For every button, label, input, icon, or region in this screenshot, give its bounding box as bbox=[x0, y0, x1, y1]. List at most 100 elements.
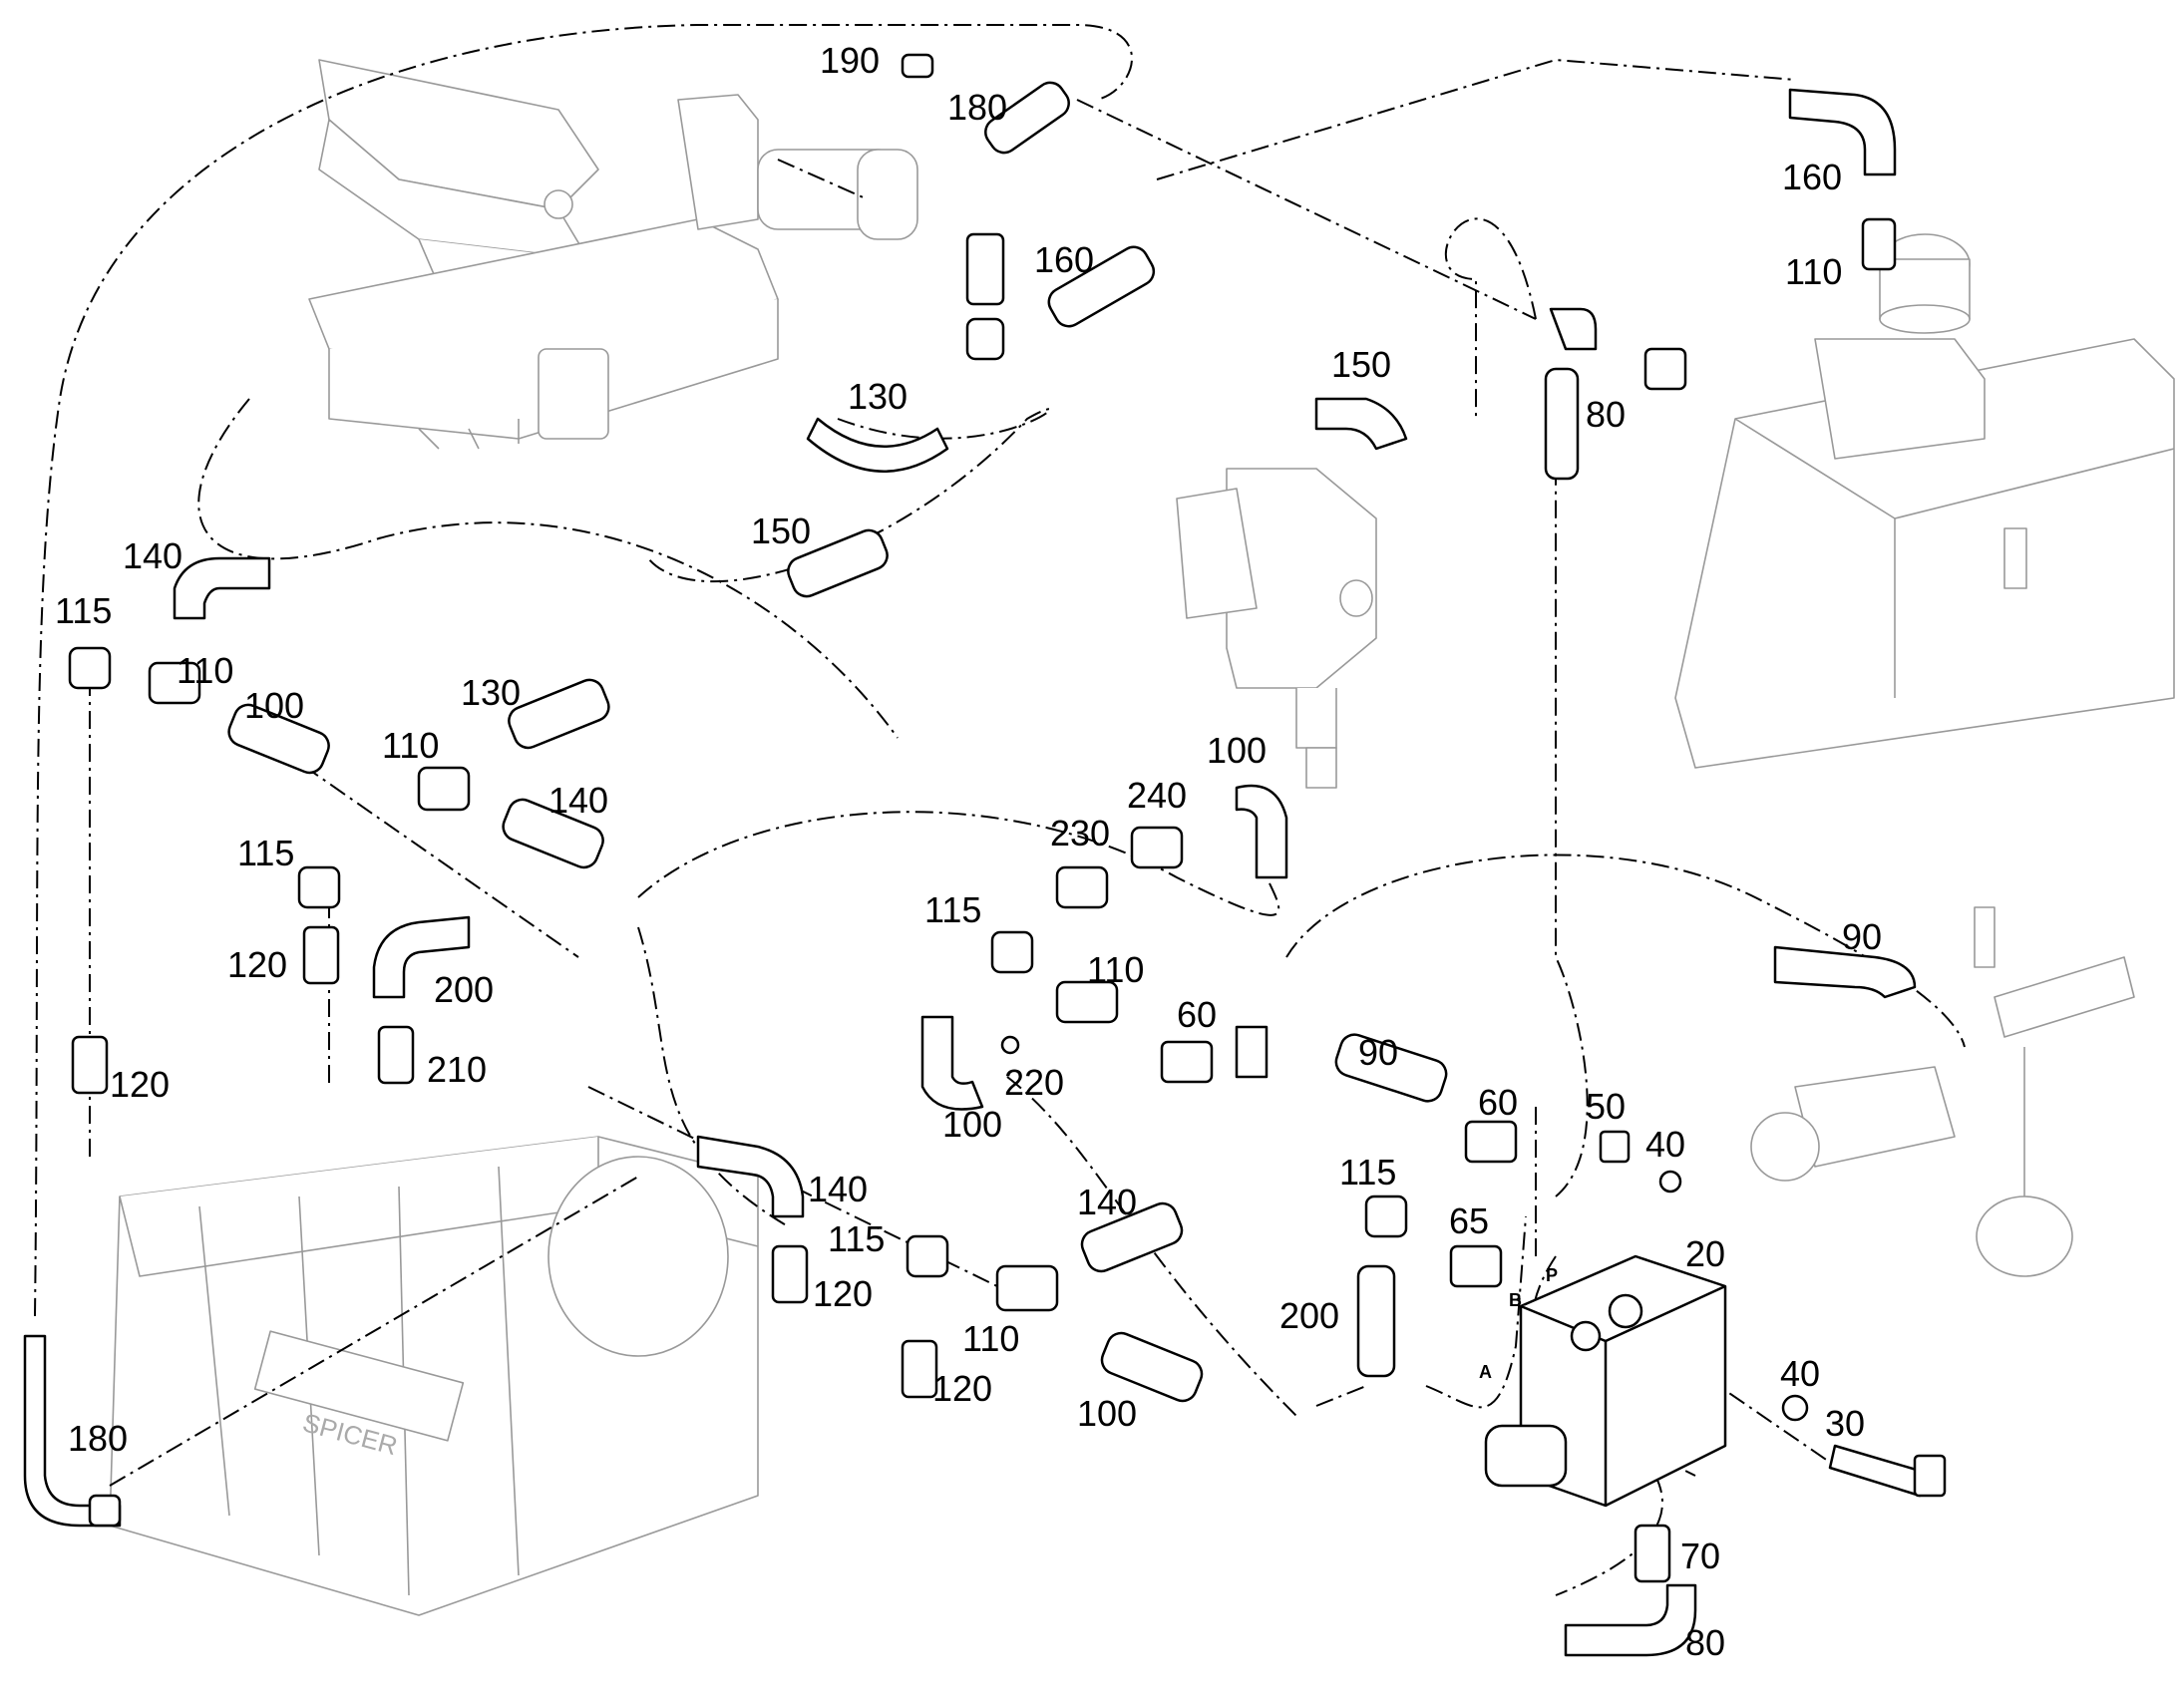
solenoid-coil bbox=[1484, 1424, 1568, 1488]
bolt-30-head bbox=[1913, 1454, 1947, 1498]
callout-200: 200 bbox=[1279, 1295, 1339, 1336]
callout-115: 115 bbox=[1339, 1152, 1396, 1193]
callout-60: 60 bbox=[1478, 1082, 1518, 1123]
callout-120: 120 bbox=[227, 944, 287, 985]
bolt-30-shank bbox=[1828, 1444, 1922, 1498]
callout-130: 130 bbox=[848, 376, 908, 417]
hose-180-top bbox=[984, 81, 1070, 155]
nipple-top bbox=[965, 232, 1005, 306]
elbow-hose-160-right bbox=[1788, 88, 1897, 176]
callout-110: 110 bbox=[962, 1318, 1019, 1359]
elbow-140-left bbox=[173, 556, 271, 620]
callout-20: 20 bbox=[1685, 1233, 1725, 1274]
callout-65: 65 bbox=[1449, 1200, 1489, 1241]
callout-140: 140 bbox=[548, 780, 608, 821]
hose-90-center bbox=[1334, 1033, 1448, 1103]
port-labels: P B A bbox=[1479, 1265, 1558, 1382]
fitting-240 bbox=[1130, 826, 1184, 869]
callout-100: 100 bbox=[1207, 730, 1267, 771]
hose-80-top bbox=[1544, 367, 1580, 481]
callout-115: 115 bbox=[828, 1218, 885, 1259]
elbow-hose-200-left bbox=[372, 915, 471, 999]
nipple-120-left bbox=[71, 1035, 109, 1095]
tee-110-left bbox=[148, 661, 201, 705]
elbow-hose-80-bottom bbox=[1564, 1583, 1697, 1657]
hose-130-mid bbox=[508, 678, 610, 750]
callout-115: 115 bbox=[237, 833, 294, 873]
callout-80: 80 bbox=[1685, 1622, 1725, 1663]
tee-110-right bbox=[1861, 217, 1897, 271]
nipple-120-lower bbox=[771, 1244, 809, 1304]
callout-30: 30 bbox=[1825, 1403, 1865, 1444]
nut-230 bbox=[1055, 865, 1109, 909]
callout-100: 100 bbox=[1077, 1393, 1137, 1434]
nipple-210 bbox=[377, 1025, 415, 1085]
washer-40-top bbox=[1658, 1170, 1682, 1194]
callout-150: 150 bbox=[1331, 344, 1391, 385]
callout-220: 220 bbox=[1004, 1062, 1064, 1103]
callout-60: 60 bbox=[1177, 994, 1217, 1035]
callout-200: 200 bbox=[434, 969, 494, 1010]
callout-90: 90 bbox=[1358, 1032, 1398, 1073]
port-label-b: B bbox=[1509, 1290, 1522, 1310]
elbow-80-top bbox=[1549, 307, 1598, 351]
callout-190: 190 bbox=[820, 40, 880, 81]
elbow-115-left bbox=[68, 646, 112, 690]
hose-160-top bbox=[1047, 245, 1156, 328]
fitting-65 bbox=[1449, 1244, 1503, 1288]
callout-230: 230 bbox=[1050, 813, 1110, 854]
callout-70: 70 bbox=[1680, 1536, 1720, 1576]
nipple-70 bbox=[1634, 1524, 1671, 1583]
transmission-housing-drawing: SPICER bbox=[109, 1136, 759, 1616]
fitting-180-left bbox=[88, 1494, 122, 1528]
hose-140-mid bbox=[502, 798, 604, 869]
hose-200-right bbox=[1356, 1264, 1396, 1378]
port-label-a: A bbox=[1479, 1362, 1492, 1382]
hose-100-lower bbox=[1100, 1331, 1204, 1403]
callout-120: 120 bbox=[813, 1273, 873, 1314]
callout-50: 50 bbox=[1586, 1086, 1626, 1127]
elbow-hose-90-right bbox=[1773, 945, 1917, 999]
elbow-115-mid bbox=[297, 865, 341, 909]
tee-110-lower bbox=[995, 1264, 1059, 1312]
callout-160: 160 bbox=[1034, 239, 1094, 280]
tee-110-mid bbox=[417, 766, 471, 812]
valve-block-middle-drawing bbox=[1176, 468, 1377, 789]
pedal-assembly-drawing bbox=[308, 59, 918, 450]
washer-40-bottom bbox=[1781, 1394, 1809, 1422]
elbow-115-center bbox=[990, 930, 1034, 974]
callout-210: 210 bbox=[427, 1049, 487, 1090]
elbow-hose-100-mid bbox=[1235, 784, 1288, 879]
hose-100-left bbox=[227, 703, 330, 775]
elbow-150-top bbox=[1314, 397, 1408, 451]
callout-140: 140 bbox=[123, 535, 182, 576]
hose-150-mid bbox=[787, 528, 889, 598]
washer-220 bbox=[1000, 1035, 1020, 1055]
callout-140: 140 bbox=[808, 1169, 868, 1209]
callout-100: 100 bbox=[942, 1104, 1002, 1145]
tee-110-center bbox=[1055, 980, 1119, 1024]
fitting-tank bbox=[1643, 347, 1687, 391]
callout-110: 110 bbox=[177, 650, 233, 691]
callout-110: 110 bbox=[1785, 251, 1842, 292]
callout-100: 100 bbox=[244, 685, 304, 726]
callout-130: 130 bbox=[461, 672, 521, 713]
callout-40: 40 bbox=[1645, 1124, 1685, 1165]
callout-115: 115 bbox=[55, 590, 112, 631]
callout-115: 115 bbox=[924, 889, 981, 930]
port-label-p: P bbox=[1546, 1265, 1558, 1285]
plug-top bbox=[1608, 1293, 1643, 1329]
callout-110: 110 bbox=[1087, 949, 1144, 990]
callout-140: 140 bbox=[1077, 1182, 1137, 1222]
nut-50 bbox=[1599, 1130, 1631, 1164]
callout-150: 150 bbox=[751, 511, 811, 551]
callout-180: 180 bbox=[68, 1418, 128, 1459]
nipple-120-bottom bbox=[901, 1339, 938, 1399]
callout-80: 80 bbox=[1586, 394, 1626, 435]
elbow-hose-100-center bbox=[920, 1015, 984, 1111]
callout-90: 90 bbox=[1842, 916, 1882, 957]
hydraulic-tank-drawing bbox=[1674, 233, 2175, 769]
callout-120: 120 bbox=[932, 1368, 992, 1409]
fitting-60-right bbox=[1464, 1120, 1518, 1164]
